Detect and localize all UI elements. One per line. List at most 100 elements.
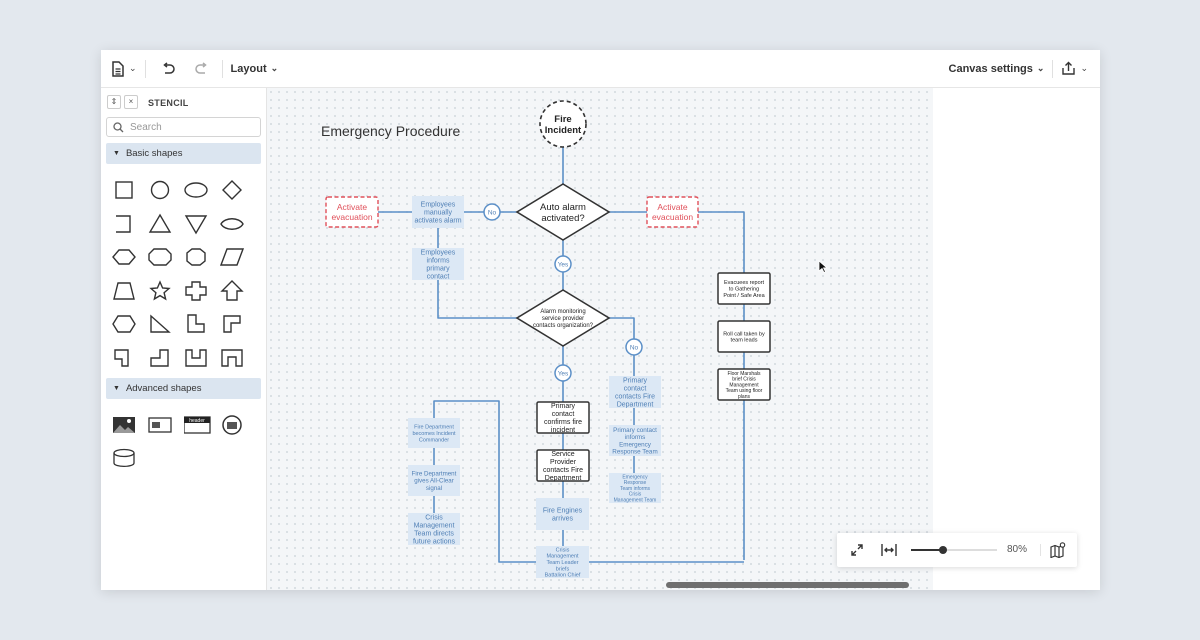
divider xyxy=(221,59,223,78)
layout-menu-button[interactable]: Layout ⌄ xyxy=(231,63,279,75)
node-text: contacts organization? xyxy=(533,323,594,329)
shape-ellipse[interactable] xyxy=(184,178,208,202)
shape-circle[interactable] xyxy=(148,178,172,202)
shape-star[interactable] xyxy=(148,279,172,303)
horizontal-scrollbar[interactable] xyxy=(666,582,909,588)
node-text: team leads xyxy=(731,338,758,344)
minimap-icon[interactable] xyxy=(1050,542,1066,558)
basic-shapes-section[interactable]: ▼ Basic shapes xyxy=(106,143,261,164)
fit-width-icon[interactable] xyxy=(881,543,897,557)
svg-text:No: No xyxy=(630,344,639,351)
shape-stair-shape[interactable] xyxy=(148,346,172,370)
shape-arch-shape[interactable] xyxy=(220,346,244,370)
node-text: Evacuees report xyxy=(724,280,765,286)
node-text: Crisis xyxy=(425,514,443,521)
search-input[interactable]: Search xyxy=(106,117,261,137)
connector-line xyxy=(437,280,517,319)
shape-bracket[interactable] xyxy=(112,212,136,236)
toolbar: ⌄ Layout ⌄ Canvas settings ⌄ ⌄ xyxy=(101,50,1100,88)
node-text: Primary xyxy=(623,377,648,384)
divider xyxy=(144,59,146,78)
shape-octagon[interactable] xyxy=(184,245,208,269)
shape-pentagon[interactable] xyxy=(112,312,136,336)
connector-label-no: No xyxy=(625,338,643,356)
canvas-settings-label: Canvas settings xyxy=(948,62,1033,75)
shape-hexagon[interactable] xyxy=(112,245,136,269)
chevron-down-icon: ⌄ xyxy=(129,63,137,73)
stencil-sidebar: ⇕ × STENCIL Search ▼Basic shapes ▼Advanc… xyxy=(101,88,267,590)
chevron-down-icon: ⌄ xyxy=(1080,63,1088,73)
svg-text:No: No xyxy=(488,209,497,216)
shape-circle-image[interactable] xyxy=(220,413,248,437)
shape-right-triangle[interactable] xyxy=(148,312,172,336)
export-button[interactable]: ⌄ xyxy=(1061,61,1088,76)
node-text: Commander xyxy=(419,437,449,443)
file-menu-button[interactable]: ⌄ xyxy=(111,60,137,77)
shape-parallelogram[interactable] xyxy=(219,245,245,269)
undo-icon[interactable] xyxy=(162,61,176,76)
shape-trapezoid[interactable] xyxy=(112,279,136,303)
node-text: contact xyxy=(624,385,647,392)
node-text: Incident xyxy=(545,125,582,136)
shape-arrow-up[interactable] xyxy=(220,279,244,303)
shape-triangle[interactable] xyxy=(148,212,172,236)
node-text: Activate xyxy=(657,202,688,212)
shape-octagon-wide[interactable] xyxy=(148,245,172,269)
shape-cylinder[interactable] xyxy=(112,446,140,470)
shape-image-frame[interactable] xyxy=(148,413,176,437)
shape-u-shape[interactable] xyxy=(184,346,208,370)
expand-all-button[interactable]: ⇕ xyxy=(107,95,121,109)
redo-icon[interactable] xyxy=(194,61,208,76)
node-text: Emergency xyxy=(622,474,648,480)
shape-l-shape[interactable] xyxy=(184,312,208,336)
shape-header-box[interactable]: header xyxy=(183,413,212,437)
chevron-down-icon: ⌄ xyxy=(270,63,279,73)
shape-square[interactable] xyxy=(112,178,136,202)
zoom-slider[interactable] xyxy=(911,546,997,554)
node-text: signal xyxy=(426,485,442,492)
shape-inverted-triangle[interactable] xyxy=(184,212,208,236)
node-pc-informs[interactable]: Primary contactinformsEmergencyResponse … xyxy=(609,425,661,456)
node-text: Fire xyxy=(554,114,571,125)
node-text: evacuation xyxy=(331,212,372,222)
fullscreen-icon[interactable] xyxy=(850,543,864,557)
connector-line xyxy=(433,400,536,563)
node-text: contacts Fire xyxy=(615,393,655,400)
svg-text:Yes: Yes xyxy=(558,261,569,268)
shape-oval[interactable] xyxy=(220,212,244,236)
basic-shapes-label: Basic shapes xyxy=(125,148,183,159)
caret-down-icon: ▼ xyxy=(113,150,120,157)
shape-corner[interactable] xyxy=(220,312,244,336)
canvas-settings-button[interactable]: Canvas settings ⌄ xyxy=(949,63,1045,75)
collapse-all-button[interactable]: × xyxy=(124,95,138,109)
zoom-slider-handle[interactable] xyxy=(938,546,947,554)
shape-cross[interactable] xyxy=(184,279,208,303)
connector-line xyxy=(609,317,635,339)
shape-diamond[interactable] xyxy=(220,178,244,202)
advanced-shapes-section[interactable]: ▼Advanced shapes xyxy=(106,378,261,399)
node-text: Battalion Chief xyxy=(545,573,581,579)
shape-step-shape[interactable] xyxy=(112,346,136,370)
shape-image[interactable] xyxy=(112,413,140,437)
document-icon xyxy=(112,60,124,77)
